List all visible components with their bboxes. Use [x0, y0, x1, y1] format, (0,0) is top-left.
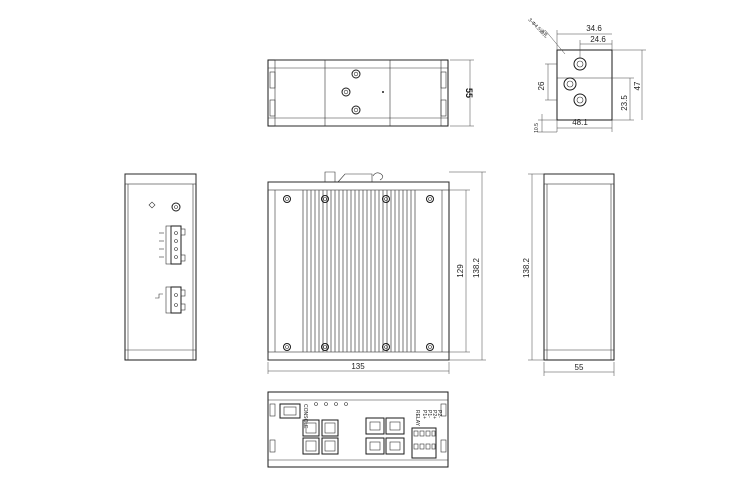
top-view: 55	[267, 59, 474, 127]
dim-mount-offset-bottom: 10.5	[534, 123, 540, 133]
rj45-ports	[365, 417, 405, 455]
front-screws	[283, 195, 434, 351]
dim-mount-width-outer: 34.6	[586, 24, 602, 33]
power-label-p2-plus: P2+	[431, 410, 437, 419]
mount-hole-note: 3-Φ4.5通孔	[527, 16, 550, 39]
sfp-ports	[302, 419, 339, 455]
dim-side-width: 55	[575, 363, 584, 372]
status-leds	[314, 402, 348, 406]
power-label-p2-minus: P2-	[436, 410, 442, 418]
power-label-p1-minus: P1-	[426, 410, 432, 418]
dim-mount-height-inner: 23.5	[620, 95, 629, 111]
dim-mount-width-inner: 24.6	[590, 35, 606, 44]
dim-front-width: 135	[351, 362, 365, 371]
dim-front-outer-height: 138.2	[472, 257, 481, 278]
right-side-view: 55 138.2	[522, 173, 615, 376]
dim-mount-height-right: 47	[633, 81, 642, 90]
relay-label: RELAY	[414, 410, 420, 427]
terminal-block	[411, 427, 437, 459]
left-side-view	[124, 173, 197, 361]
dim-mount-height-upper: 26	[537, 81, 546, 90]
port-view: CONSOLE	[267, 391, 449, 468]
dim-top-height: 55	[464, 88, 474, 98]
heatsink-fins	[302, 190, 416, 352]
dim-side-height: 138.2	[522, 257, 531, 278]
console-label: CONSOLE	[302, 404, 308, 429]
front-view: 135 129 138.2	[267, 171, 486, 374]
power-label-p1-plus: P1+	[421, 410, 427, 419]
console-port	[279, 403, 301, 419]
dim-front-inner-height: 129	[456, 264, 465, 278]
mount-detail-view: 34.6 24.6 26 23.5 47 48.1 10.5 3-Φ4.5通孔	[527, 16, 646, 133]
dim-mount-width-bottom: 48.1	[572, 118, 588, 127]
